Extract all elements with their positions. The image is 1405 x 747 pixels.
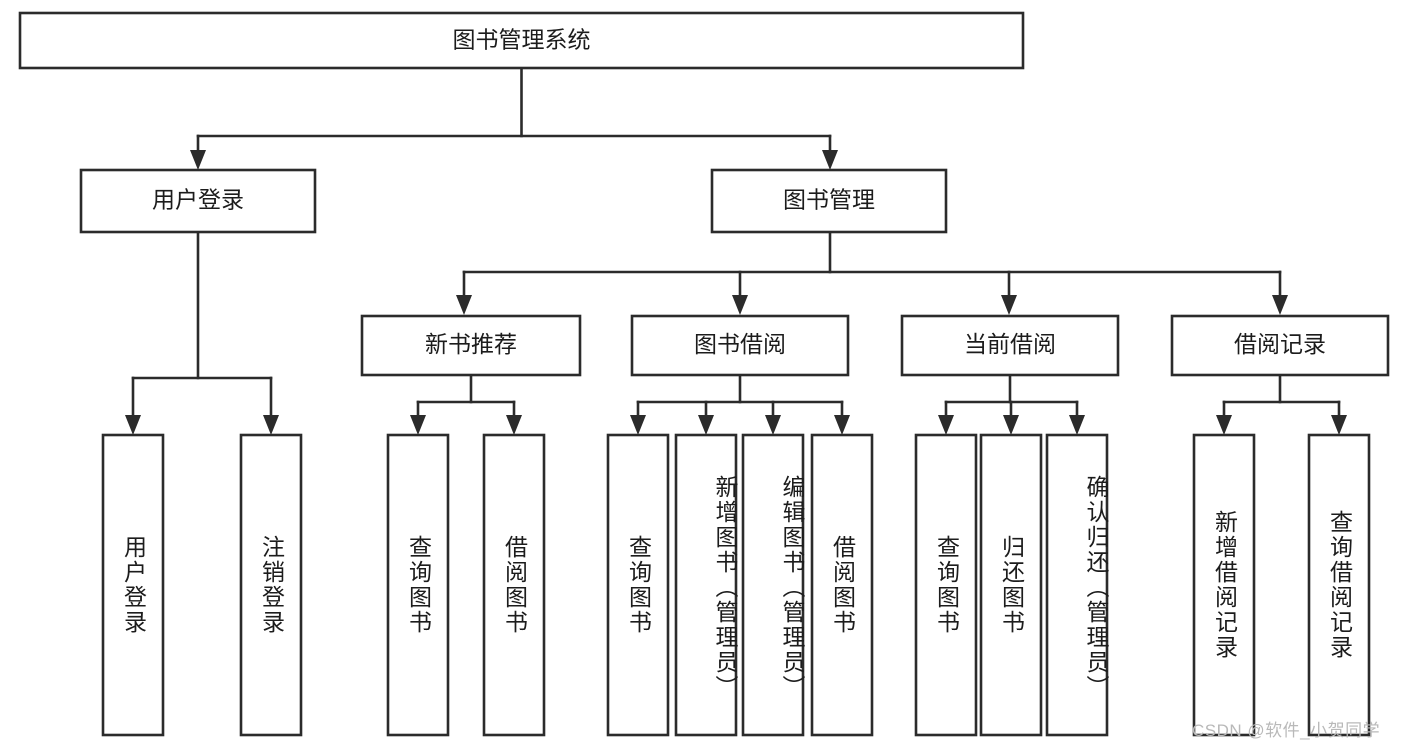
node-root-rect[interactable] xyxy=(18,11,1025,70)
arrow-head-leaf-query-record xyxy=(1331,415,1347,435)
node-root[interactable]: 图书管理系统 xyxy=(18,11,1025,70)
arrow-head-leaf-edit-book xyxy=(765,415,781,435)
node-leaf-user-login-rect[interactable] xyxy=(101,433,165,737)
node-book-borrow-rect[interactable] xyxy=(630,314,850,377)
node-book-borrow[interactable]: 图书借阅 xyxy=(630,314,850,377)
node-leaf-add-record-rect[interactable] xyxy=(1192,433,1256,737)
node-book-manage-rect[interactable] xyxy=(710,168,948,234)
arrow-head-book-borrow xyxy=(732,295,748,315)
node-borrow-record-rect[interactable] xyxy=(1170,314,1390,377)
arrow-head-leaf-return-book xyxy=(1003,415,1019,435)
node-leaf-add-book-rect[interactable] xyxy=(674,433,738,737)
node-leaf-query-record-rect[interactable] xyxy=(1307,433,1371,737)
edge-group-user-login xyxy=(125,230,279,435)
arrow-head-new-book-rec xyxy=(456,295,472,315)
node-leaf-confirm-return-rect[interactable] xyxy=(1045,433,1109,737)
edge-group-borrow-record xyxy=(1216,373,1347,435)
node-current-borrow-rect[interactable] xyxy=(900,314,1120,377)
node-borrow-record[interactable]: 借阅记录 xyxy=(1170,314,1390,377)
arrow-head-leaf-query-book-1 xyxy=(410,415,426,435)
node-leaf-borrow-book-1-rect[interactable] xyxy=(482,433,546,737)
node-new-book-rec-rect[interactable] xyxy=(360,314,582,377)
node-current-borrow[interactable]: 当前借阅 xyxy=(900,314,1120,377)
csdn-watermark: CSDN @软件_小贺同学 xyxy=(1192,721,1381,740)
arrow-head-leaf-query-book-3 xyxy=(938,415,954,435)
node-leaf-query-book-3-rect[interactable] xyxy=(914,433,978,737)
leaf-rects xyxy=(101,433,1371,737)
arrow-head-leaf-borrow-book-2 xyxy=(834,415,850,435)
node-user-login-label: 用户登录 xyxy=(152,187,244,213)
node-new-book-rec[interactable]: 新书推荐 xyxy=(360,314,582,377)
node-user-login[interactable]: 用户登录 xyxy=(79,168,317,234)
arrow-head-leaf-add-book xyxy=(698,415,714,435)
node-leaf-return-book-rect[interactable] xyxy=(979,433,1043,737)
node-leaf-logout-login-rect[interactable] xyxy=(239,433,303,737)
arrow-head-current-borrow xyxy=(1001,295,1017,315)
arrow-head-leaf-user-login xyxy=(125,415,141,435)
arrow-head-user-login xyxy=(190,150,206,170)
arrow-head-leaf-query-book-2 xyxy=(630,415,646,435)
node-leaf-borrow-book-2-rect[interactable] xyxy=(810,433,874,737)
arrow-head-leaf-add-record xyxy=(1216,415,1232,435)
node-book-borrow-label: 图书借阅 xyxy=(694,331,786,357)
edge-group-root xyxy=(190,66,838,170)
arrow-head-leaf-confirm-return xyxy=(1069,415,1085,435)
node-current-borrow-label: 当前借阅 xyxy=(964,331,1056,357)
node-root-label: 图书管理系统 xyxy=(453,27,591,53)
arrow-head-leaf-borrow-book-1 xyxy=(506,415,522,435)
arrow-head-borrow-record xyxy=(1272,295,1288,315)
edge-group-book-manage xyxy=(456,230,1288,315)
node-book-manage-label: 图书管理 xyxy=(783,187,875,213)
node-leaf-query-book-2-rect[interactable] xyxy=(606,433,670,737)
node-leaf-edit-book-rect[interactable] xyxy=(741,433,805,737)
node-borrow-record-label: 借阅记录 xyxy=(1234,331,1326,357)
arrow-head-book-manage xyxy=(822,150,838,170)
node-book-manage[interactable]: 图书管理 xyxy=(710,168,948,234)
arrow-head-leaf-logout-login xyxy=(263,415,279,435)
edge-group-current-borrow xyxy=(938,373,1085,435)
node-user-login-rect[interactable] xyxy=(79,168,317,234)
edge-group-book-borrow xyxy=(630,373,850,435)
node-new-book-rec-label: 新书推荐 xyxy=(425,331,517,357)
edge-group-new-book-rec xyxy=(410,373,522,435)
node-leaf-query-book-1-rect[interactable] xyxy=(386,433,450,737)
